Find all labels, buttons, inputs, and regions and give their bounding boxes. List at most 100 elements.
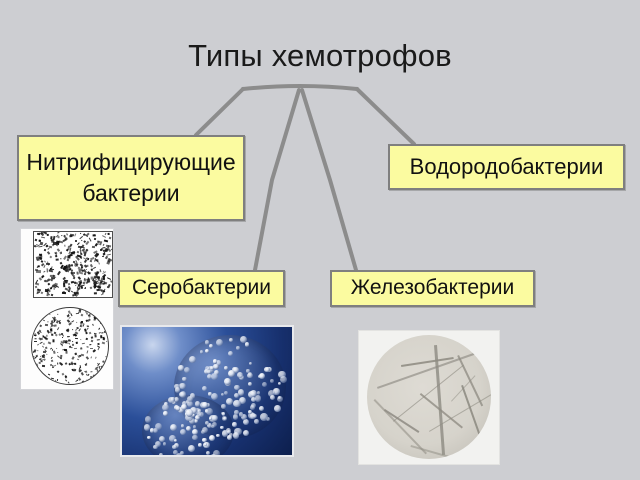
sulfur-granule [279,375,288,384]
bacteria-speck [44,324,48,327]
bacteria-speck [66,329,70,333]
sulfur-granule [192,425,197,429]
bacteria-speck [83,370,86,373]
sulfur-granule [206,403,211,408]
sulfur-granule [153,444,158,450]
bacteria-speck [38,314,42,316]
bacteria-speck [104,363,108,367]
sulfur-granule [191,428,198,435]
bacteria-speck [52,235,56,241]
sulfur-granule [221,412,226,416]
sulfur-granule [172,400,176,405]
sulfur-granule [249,362,253,366]
bacteria-speck [61,344,63,347]
bacteria-speck [36,343,40,346]
bacteria-speck [51,348,53,351]
bacteria-speck [62,290,65,293]
bacteria-speck [66,318,70,323]
bacteria-speck [60,362,64,365]
bacteria-speck [104,330,107,333]
bacteria-speck [80,239,82,242]
sulfur-granule [254,419,259,424]
sulfur-granule [199,349,204,354]
sulfur-granule [224,366,228,370]
bacteria-speck [83,277,86,281]
node-iron-bacteria[interactable]: Железобактерии [330,270,535,307]
bacteria-speck [95,356,97,359]
sulfur-granule [260,413,268,421]
sulfur-granule [205,407,213,415]
bacteria-speck [98,342,100,345]
bacteria-speck [54,380,56,383]
bacteria-speck [86,382,89,384]
bacteria-speck [101,235,106,239]
bacteria-speck [66,258,70,262]
bacteria-speck [71,340,74,343]
sulfur-granule [223,391,228,396]
figure-nitrifying-micrograph [20,228,114,390]
sulfur-granule [211,421,218,428]
sulfur-granule [173,449,179,455]
bacteria-speck [85,319,89,322]
sulfur-granule [179,428,187,436]
sulfur-granule [233,414,239,420]
bacteria-speck [43,319,46,322]
bacteria-speck [59,250,62,254]
bacteria-speck [42,380,44,383]
sulfur-granule [234,410,239,415]
sulfur-granule [232,422,237,427]
bacteria-speck [72,343,75,347]
bacteria-speck [67,382,70,384]
sulfur-granule [174,383,180,390]
sulfur-granule [226,397,234,406]
sulfur-granule [250,405,255,410]
sulfur-granule [168,396,175,404]
bacteria-speck [34,368,37,371]
sulfur-granule [175,406,181,411]
bacteria-speck [70,313,73,317]
bacteria-speck [82,281,86,285]
bacteria-speck [36,258,40,262]
sulfur-granule [236,372,243,378]
bacteria-speck [46,234,49,237]
bacteria-speck [65,362,68,366]
node-sulfur-bacteria[interactable]: Серобактерии [118,270,285,307]
figure-sulfur-micrograph [120,325,294,457]
sulfur-granule [154,440,162,448]
bacteria-speck [79,232,82,235]
sulfur-granule [210,366,214,370]
bacteria-speck [42,270,45,273]
bacteria-speck [104,323,108,327]
sulfur-granule [226,429,232,434]
bacteria-speck [41,355,45,359]
bacteria-speck [34,238,38,241]
bacteria-speck [105,340,108,342]
bacteria-speck [56,347,58,350]
bacteria-speck [99,240,103,245]
bacteria-speck [90,356,92,359]
bacteria-speck [43,248,46,252]
bacteria-speck [77,377,82,381]
bacteria-speck [105,309,108,312]
node-hydrogen-bacteria[interactable]: Водородобактерии [388,144,625,190]
bacteria-speck [35,265,39,269]
sulfur-granule [242,429,249,436]
sulfur-granule [228,369,236,377]
bacteria-speck [39,341,43,344]
bacteria-speck [100,292,104,296]
sulfur-granule [206,369,212,375]
bacteria-speck [69,316,72,319]
bacteria-speck [93,292,97,295]
bacteria-speck [89,343,92,346]
bacteria-speck [97,346,100,351]
bacteria-speck [102,319,106,323]
node-nitrifying-bacteria[interactable]: Нитрифицирующие бактерии [17,135,245,221]
sulfur-granule [161,403,169,412]
bacteria-speck [83,250,86,254]
bacteria-speck [67,290,70,293]
bacteria-speck [94,283,98,288]
sulfur-granule [252,414,257,419]
bacteria-speck [43,342,45,345]
sulfur-granule [234,384,240,391]
